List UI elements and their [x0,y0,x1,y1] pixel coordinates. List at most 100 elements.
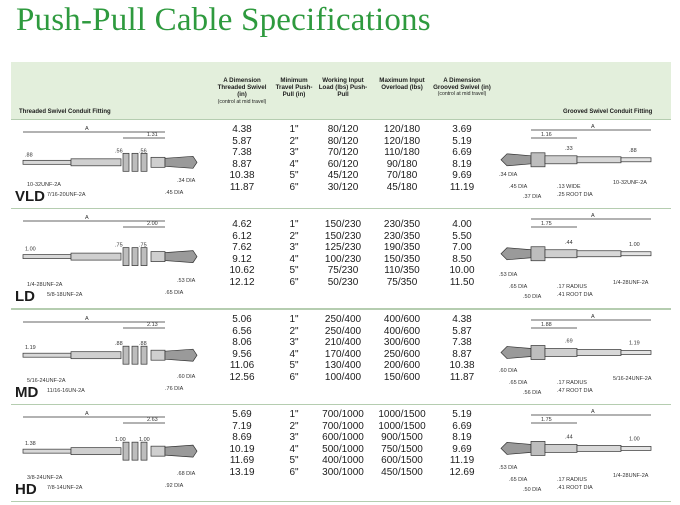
a-dim-threaded-cell: 5.69 [232,409,252,420]
threaded-fitting-drawing: A2.131.19.88.885/16-24UNF-2A11/16-16UN-2… [22,316,198,394]
min-travel-cell: 2" [289,420,299,432]
dim-a-label: A [85,126,89,132]
working-load-cell: 50/230 [327,276,359,288]
a-dim-threaded-cell: 4.62 [232,219,252,230]
dim-1-label: 2.63 [147,417,158,423]
a-dim-threaded-cell: 12.56 [229,371,255,383]
wide-label: .13 WIDE [557,184,581,190]
a-dim-grooved-cell: 8.19 [452,158,472,170]
max-overload-cell: 110/350 [384,265,420,276]
dim-2-label: 1.38 [25,441,36,447]
dia-2-label: .65 DIA [509,284,528,290]
root-dia-label: .41 ROOT DIA [557,485,593,491]
dim-1-label: 1.31 [147,132,158,138]
max-overload-cell: 45/180 [386,181,418,193]
max-overload-cell: 400/600 [383,314,421,325]
dim-a-label: A [85,215,89,221]
a-dim-threaded-cell: 11.06 [229,360,255,371]
a-dim-grooved-cell: 8.50 [452,253,472,265]
a-dim-threaded-cell: 10.38 [229,170,255,181]
a-dim-grooved-cell: 9.69 [452,443,472,455]
min-travel-cell: 1" [289,124,299,135]
tube-body [70,351,122,360]
series-label: LD [15,288,35,305]
max-overload-cell: 400/600 [383,325,421,337]
a-dim-grooved-cell: 7.38 [452,337,472,348]
hex-nut [140,152,148,172]
working-load-cell: 125/230 [324,242,362,253]
working-load-cell: 30/120 [327,181,359,193]
min-travel-cell: 6" [289,371,299,383]
right-fitting-header: Grooved Swivel Conduit Fitting [563,109,653,115]
max-overload-cell: 750/1500 [381,443,423,455]
a-dim-threaded-cell: 10.19 [229,443,255,455]
working-load-cell: 400/1000 [322,455,364,466]
dim-2-label: .69 [565,339,573,345]
a-dim-grooved-cell: 7.00 [452,242,472,253]
a-dim-grooved-cell: 11.19 [449,181,475,193]
dia-1-label: .53 DIA [177,278,196,284]
max-overload-cell: 300/600 [383,337,421,348]
a-dim-threaded-cell: 8.87 [232,158,252,170]
a-dim-grooved-cell: 11.87 [449,371,475,383]
tube-body [70,252,122,261]
a-dim-grooved-cell: 11.50 [449,276,475,288]
dim-1-label: 2.13 [147,322,158,328]
rod-end [620,446,652,451]
min-travel-cell: 3" [289,147,299,158]
max-overload-cell: 1000/1500 [378,420,426,432]
a-dim-threaded-cell: 8.69 [232,432,252,443]
series-label: VLD [15,188,45,205]
max-overload-cell: 250/600 [383,348,421,360]
a-dim-grooved-cell: 6.69 [452,147,472,158]
header-max-overload: Maximum Input Overload (lbs) [379,77,425,92]
dim-3-label: .75 [115,243,123,249]
dim-3-label: .88 [115,341,123,347]
rod-end [620,251,652,257]
dia-1-label: .60 DIA [177,374,196,380]
header-min-travel: Minimum Travel Push-Pull (in) [275,77,313,99]
a-dim-threaded-cell: 11.87 [229,181,255,193]
dia-2-label: .65 DIA [509,380,528,386]
dim-a-label: A [591,124,595,130]
dim-2-label: .44 [565,434,573,440]
thread-1-label: 1/4-28UNF-2A [27,282,63,288]
hex-nut [140,247,148,266]
working-load-cell: 45/120 [327,170,359,181]
a-dim-grooved-cell: 4.00 [452,219,472,230]
working-load-cell: 150/230 [324,230,362,242]
hex-nut [131,152,139,172]
conduit-end [164,444,198,458]
dia-1-label: .68 DIA [177,471,196,477]
a-dim-grooved-cell: 4.38 [452,314,472,325]
max-overload-cell: 120/180 [383,124,421,135]
tube-body [70,447,122,456]
a-dim-threaded-cell: 5.06 [232,314,252,325]
min-travel-cell: 4" [289,253,299,265]
a-dim-grooved-cell: 11.19 [449,455,475,466]
dim-a-label: A [591,314,595,320]
a-dim-threaded-cell: 11.69 [229,455,255,466]
working-load-cell: 75/230 [327,265,359,276]
dia-3-label: .50 DIA [523,487,542,493]
a-dim-grooved-cell: 8.19 [452,432,472,443]
spec-panel: Threaded Swivel Conduit Fitting Grooved … [11,62,671,502]
tube-body [70,158,122,167]
thread-1-label: 1/4-28UNF-2A [613,280,649,286]
max-overload-cell: 150/350 [383,253,421,265]
working-load-cell: 600/1000 [322,432,364,443]
thread-2-label: 7/16-20UNF-2A [47,192,86,198]
a-dim-grooved-cell: 5.19 [452,409,472,420]
